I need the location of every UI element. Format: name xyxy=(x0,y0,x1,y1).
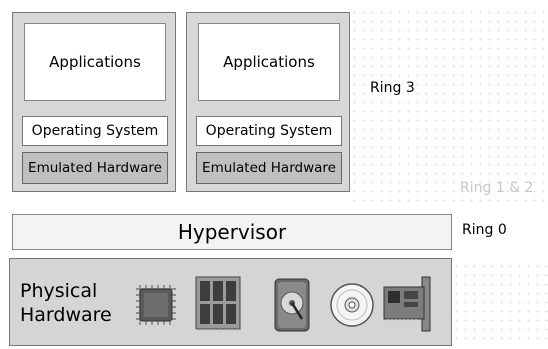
physical-label-line2: Hardware xyxy=(20,304,112,326)
expansion-card-icon xyxy=(383,276,431,332)
vm2-applications-box: Applications xyxy=(198,23,340,101)
ring-3-band xyxy=(350,8,548,158)
ring-1-2-band xyxy=(350,160,548,208)
physical-hardware-box: Physical Hardware xyxy=(9,258,452,346)
memory-module-icon xyxy=(195,276,241,332)
virtual-machine-1: Applications Operating System Emulated H… xyxy=(12,12,176,192)
physical-label-line1: Physical xyxy=(20,280,98,302)
physical-hardware-label: Physical Hardware xyxy=(20,279,112,327)
vm1-applications-box: Applications xyxy=(24,23,166,101)
optical-disc-icon xyxy=(330,283,374,327)
vm2-operating-system-label: Operating System xyxy=(205,123,333,139)
ring-0-label: Ring 0 xyxy=(462,222,507,238)
ring-3-label: Ring 3 xyxy=(370,80,415,96)
vm2-emulated-hardware-label: Emulated Hardware xyxy=(202,160,336,176)
virtual-machine-2: Applications Operating System Emulated H… xyxy=(186,12,350,192)
vm2-operating-system-box: Operating System xyxy=(196,116,342,146)
vm1-applications-label: Applications xyxy=(49,53,141,71)
vm1-operating-system-label: Operating System xyxy=(31,123,159,139)
hard-disk-icon xyxy=(274,278,310,332)
cpu-chip-icon xyxy=(136,285,176,325)
vm1-operating-system-box: Operating System xyxy=(22,116,168,146)
hypervisor-label: Hypervisor xyxy=(177,220,287,244)
vm1-emulated-hardware-label: Emulated Hardware xyxy=(28,160,162,176)
ring-1-2-label: Ring 1 & 2 xyxy=(460,180,534,196)
vm2-applications-label: Applications xyxy=(223,53,315,71)
vm2-emulated-hardware-box: Emulated Hardware xyxy=(196,152,342,184)
hypervisor-box: Hypervisor xyxy=(12,214,452,250)
vm1-emulated-hardware-box: Emulated Hardware xyxy=(22,152,168,184)
ring-0-band xyxy=(452,262,548,346)
